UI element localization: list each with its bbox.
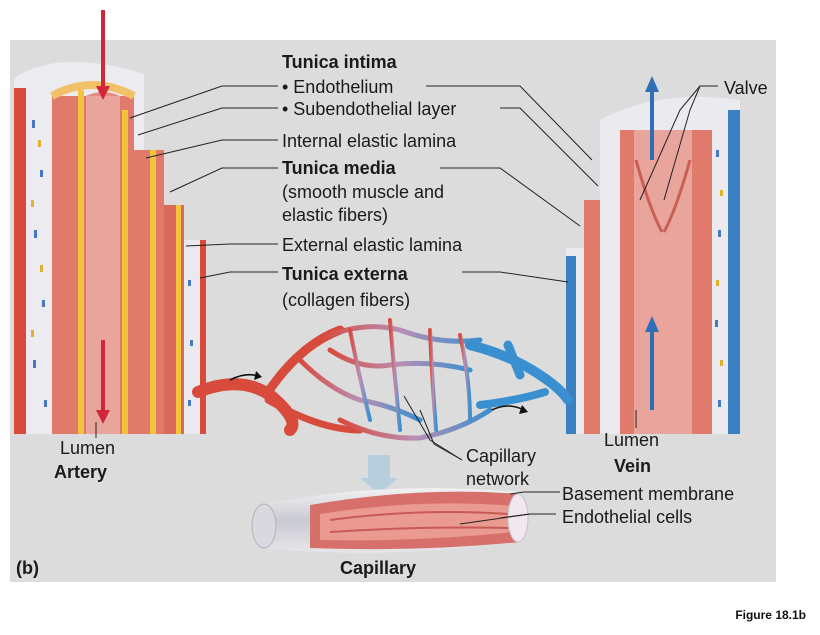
vein-lumen — [634, 130, 692, 434]
label-external-elastic-lamina: External elastic lamina — [282, 235, 463, 255]
label-valve: Valve — [724, 78, 768, 98]
label-endothelial-cells: Endothelial cells — [562, 507, 693, 527]
figure-caption: Figure 18.1b — [735, 608, 806, 622]
label-lumen-vein: Lumen — [604, 430, 660, 450]
zoom-arrow — [360, 455, 398, 494]
label-vein: Vein — [614, 456, 652, 476]
label-externa-description: (collagen fibers) — [282, 290, 411, 310]
label-internal-elastic-lamina: Internal elastic lamina — [282, 131, 457, 151]
leader-lines — [95, 85, 718, 525]
label-subendothelial-layer: • Subendothelial layer — [282, 99, 457, 119]
artery-illustration — [14, 10, 206, 434]
label-lumen-artery: Lumen — [60, 438, 116, 458]
label-tunica-externa: Tunica externa — [282, 264, 408, 284]
vein-illustration — [566, 76, 740, 435]
label-media-description-2: elastic fibers) — [282, 205, 389, 225]
label-capillary: Capillary — [340, 558, 417, 578]
vein-valve — [634, 159, 692, 233]
label-tunica-intima: Tunica intima — [282, 52, 397, 72]
capillary-tube — [251, 488, 529, 553]
label-capillary-network-1: Capillary — [466, 446, 537, 466]
label-media-description-1: (smooth muscle and — [282, 182, 445, 202]
label-capillary-network-2: network — [466, 469, 530, 489]
label-tunica-media: Tunica media — [282, 158, 396, 178]
capillary-network — [192, 318, 573, 441]
label-endothelium: • Endothelium — [282, 77, 394, 97]
label-basement-membrane: Basement membrane — [562, 484, 735, 504]
label-panel-b: (b) — [16, 558, 39, 578]
label-artery: Artery — [54, 462, 108, 482]
